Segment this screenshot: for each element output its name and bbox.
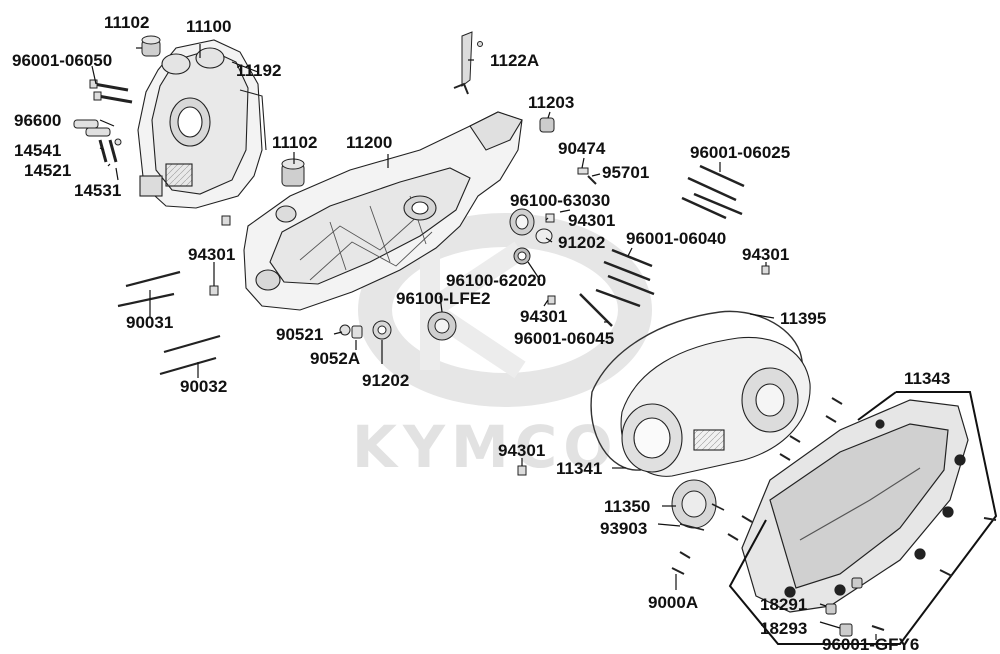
part-label-96001-06050: 96001-06050 [12,51,113,70]
part-label-96100-62020: 96100-62020 [446,271,547,290]
part-label-94301-a: 94301 [568,211,616,230]
part-label-14531: 14531 [74,181,122,200]
part-label-91202-lower: 91202 [362,371,410,390]
part-label-90032: 90032 [180,377,228,396]
part-label-90474: 90474 [558,139,606,158]
transmission-inner-cover-11341 [620,336,811,477]
part-label-11341: 11341 [556,459,603,478]
seal-91202-lower [372,320,392,340]
leader-lines [91,44,877,640]
transmission-outer-cover-11343 [741,399,969,613]
bearing-96100-63030 [509,208,555,244]
dowel-pins-94301 [209,215,770,476]
part-label-11343: 11343 [904,369,951,388]
watermark-text: KYMCO [352,413,619,481]
left-crankcase-half [137,39,267,209]
part-label-94301-b: 94301 [742,245,790,264]
part-label-11203: 11203 [528,93,575,112]
part-label-96001-06040: 96001-06040 [626,229,727,248]
pin-90474-95701 [577,167,597,185]
bushing-11102-mid [281,158,305,187]
part-label-14521: 14521 [24,161,72,180]
part-label-11102-top: 11102 [104,13,150,32]
part-label-96001-GFY6: 96001-GFY6 [822,635,920,654]
oil-pipe-clips [73,119,122,163]
part-label-18293: 18293 [760,619,808,638]
right-crankcase-half [243,111,523,311]
part-label-96001-06025: 96001-06025 [690,143,791,162]
washer-90521-9052A [339,324,363,339]
screws-93903 [679,503,725,531]
bushing-11102-top [141,35,161,57]
part-label-96100-LFE2: 96100-LFE2 [396,289,491,308]
bolts-96001-06040 [595,248,655,308]
gasket-11395 [590,310,804,471]
part-label-9000A: 9000A [648,593,699,612]
part-label-11395: 11395 [780,309,827,328]
washers-18291-18293 [825,577,863,637]
part-label-93903: 93903 [600,519,648,538]
part-label-14541: 14541 [14,141,62,160]
part-label-1122A: 1122A [490,51,540,70]
studs-90032 [159,334,221,376]
studs-90031 [117,270,181,308]
part-label-11350: 11350 [604,497,651,516]
part-label-94301-c: 94301 [188,245,236,264]
part-label-90031: 90031 [126,313,174,332]
callout-bracket-11343 [728,391,998,645]
part-label-11100: 11100 [186,17,232,36]
part-label-91202-upper: 91202 [558,233,606,252]
part-label-94301-d: 94301 [520,307,568,326]
bearing-96100-LFE2 [427,311,457,341]
part-label-11200: 11200 [346,133,393,152]
part-label-11192: 11192 [236,61,282,80]
pipe-1122A [453,31,483,95]
part-label-96600: 96600 [14,111,62,130]
bolt-96001-06045 [579,293,613,327]
part-label-96100-63030: 96100-63030 [510,191,611,210]
seal-96100-62020 [513,247,531,265]
bolts-96001-06050 [89,79,133,104]
part-label-9052A: 9052A [310,349,361,368]
bearing-11203 [539,117,555,133]
part-label-90521: 90521 [276,325,324,344]
part-label-18291: 18291 [760,595,808,614]
filter-cover-11350 [671,479,717,529]
bolts-96001-06025 [681,164,745,220]
part-label-95701: 95701 [602,163,650,182]
part-label-96001-06045: 96001-06045 [514,329,615,348]
part-label-94301-e: 94301 [498,441,546,460]
part-label-11102-mid: 11102 [272,133,318,152]
cover-bolts [671,397,997,631]
